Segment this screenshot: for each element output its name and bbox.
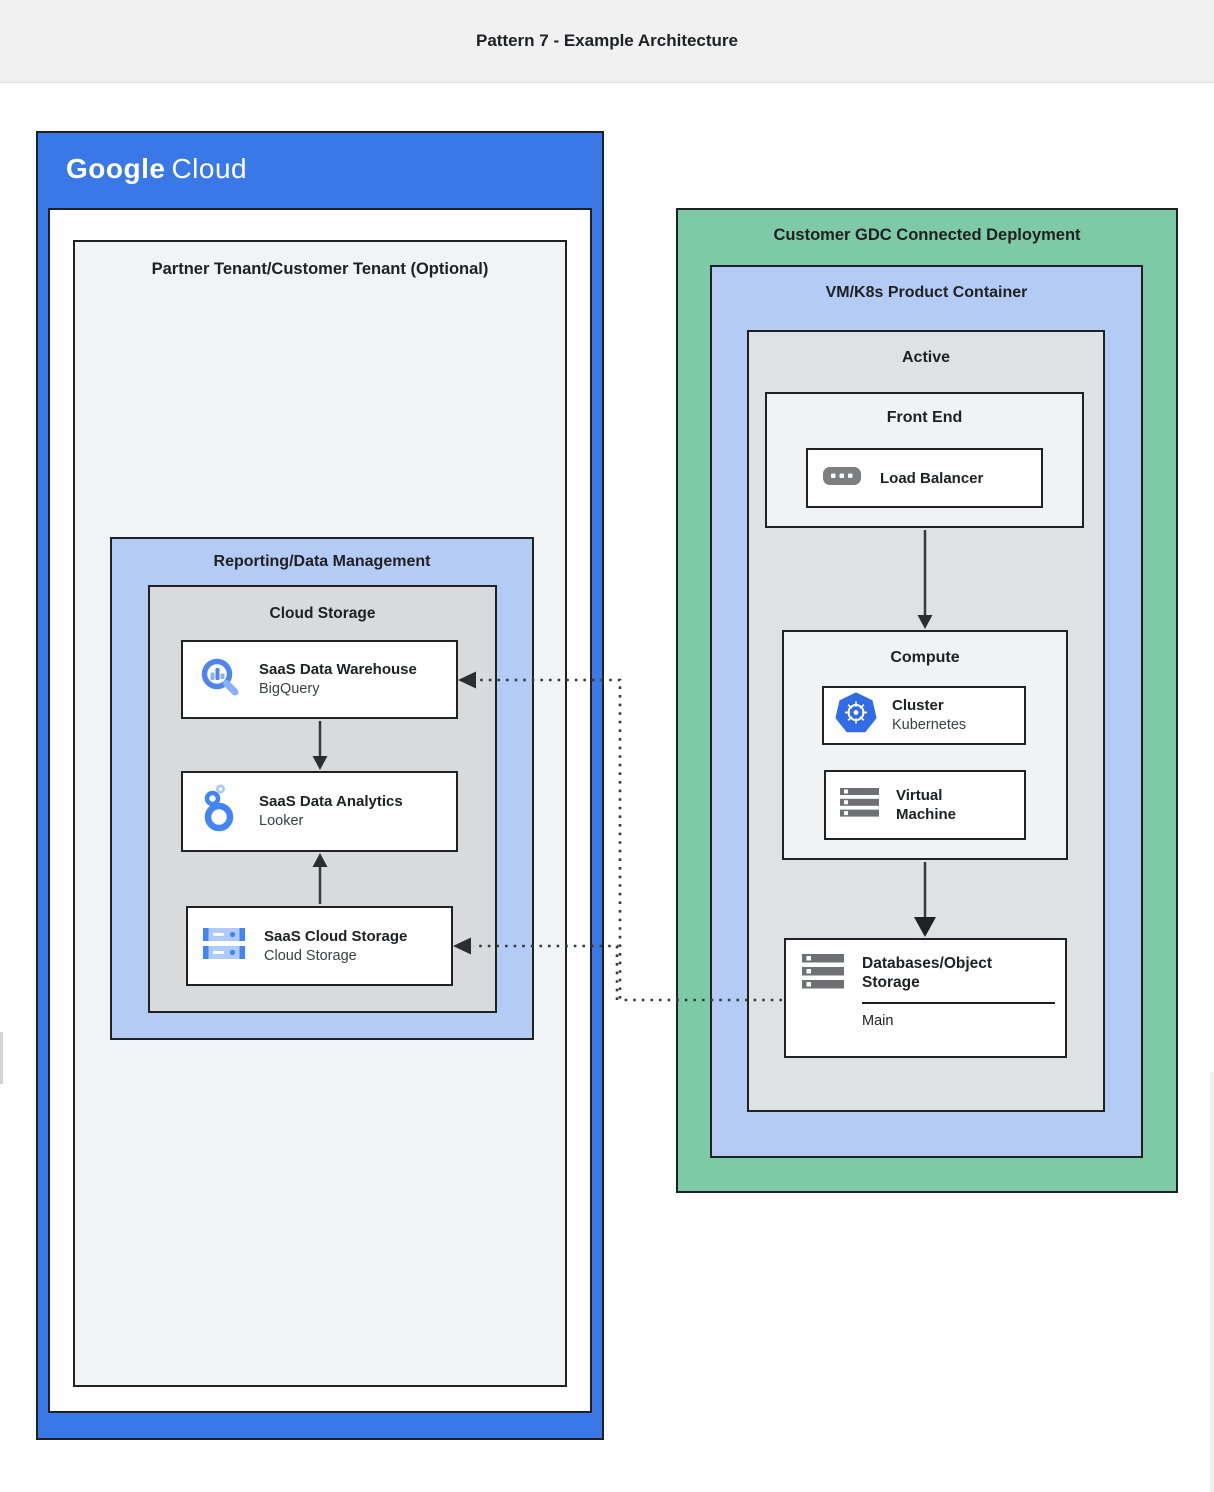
card-title: SaaS Data Analytics [259,793,403,810]
page-title: Pattern 7 - Example Architecture [475,31,738,50]
card-text: Cluster Kubernetes [892,696,966,735]
card-subtitle: Kubernetes [892,717,967,733]
saas-data-warehouse-card: SaaS Data Warehouse BigQuery [181,640,458,719]
card-subtitle: BigQuery [259,681,320,697]
page-header: Pattern 7 - Example Architecture [0,0,1214,83]
saas-data-analytics-card: SaaS Data Analytics Looker [181,771,458,852]
card-text: SaaS Data Analytics Looker [259,792,403,831]
saas-cloud-storage-card: SaaS Cloud Storage Cloud Storage [186,906,453,986]
cluster-kubernetes-card: Cluster Kubernetes [822,686,1026,745]
card-title: Cluster [892,697,944,714]
virtual-machine-icon [840,788,880,822]
load-balancer-icon [822,465,862,492]
gdc-deployment-label: Customer GDC Connected Deployment [773,226,1081,244]
card-title: SaaS Data Warehouse [259,661,417,678]
divider [862,1002,1055,1004]
virtual-machine-card: Virtual Machine [824,770,1026,840]
cloud-storage-icon [202,927,248,966]
card-title: Databases/Object Storage [862,955,993,991]
active-label: Active [901,349,951,366]
load-balancer-card: Load Balancer [806,448,1043,508]
looker-icon [197,784,243,839]
card-title: Virtual Machine [896,787,957,823]
bigquery-icon [197,654,243,705]
card-title: Load Balancer [880,469,984,487]
front-end-label: Front End [886,409,963,426]
card-text: SaaS Data Warehouse BigQuery [259,660,417,699]
compute-label: Compute [890,649,960,666]
card-subtitle: Cloud Storage [264,947,357,964]
reporting-label: Reporting/Data Management [213,553,431,570]
server-storage-icon [802,954,846,995]
canvas-edge-tick [0,1032,3,1084]
cloud-storage-group-label: Cloud Storage [269,605,376,622]
vmk8s-label: VM/K8s Product Container [825,284,1028,301]
logo-word-cloud: Cloud [171,153,248,184]
card-sub-label: Main [862,1013,894,1029]
logo-word-google: Google [66,153,166,184]
card-text: SaaS Cloud Storage Cloud Storage [264,927,407,966]
canvas-edge-strip [1210,1072,1214,1492]
databases-object-storage-card: Databases/Object Storage Main [784,938,1067,1058]
kubernetes-icon [834,692,878,739]
card-text: Databases/Object Storage Main [862,954,1055,1029]
partner-tenant-label: Partner Tenant/Customer Tenant (Optional… [151,260,489,278]
card-title: SaaS Cloud Storage [264,927,408,945]
card-subtitle: Looker [259,813,304,829]
